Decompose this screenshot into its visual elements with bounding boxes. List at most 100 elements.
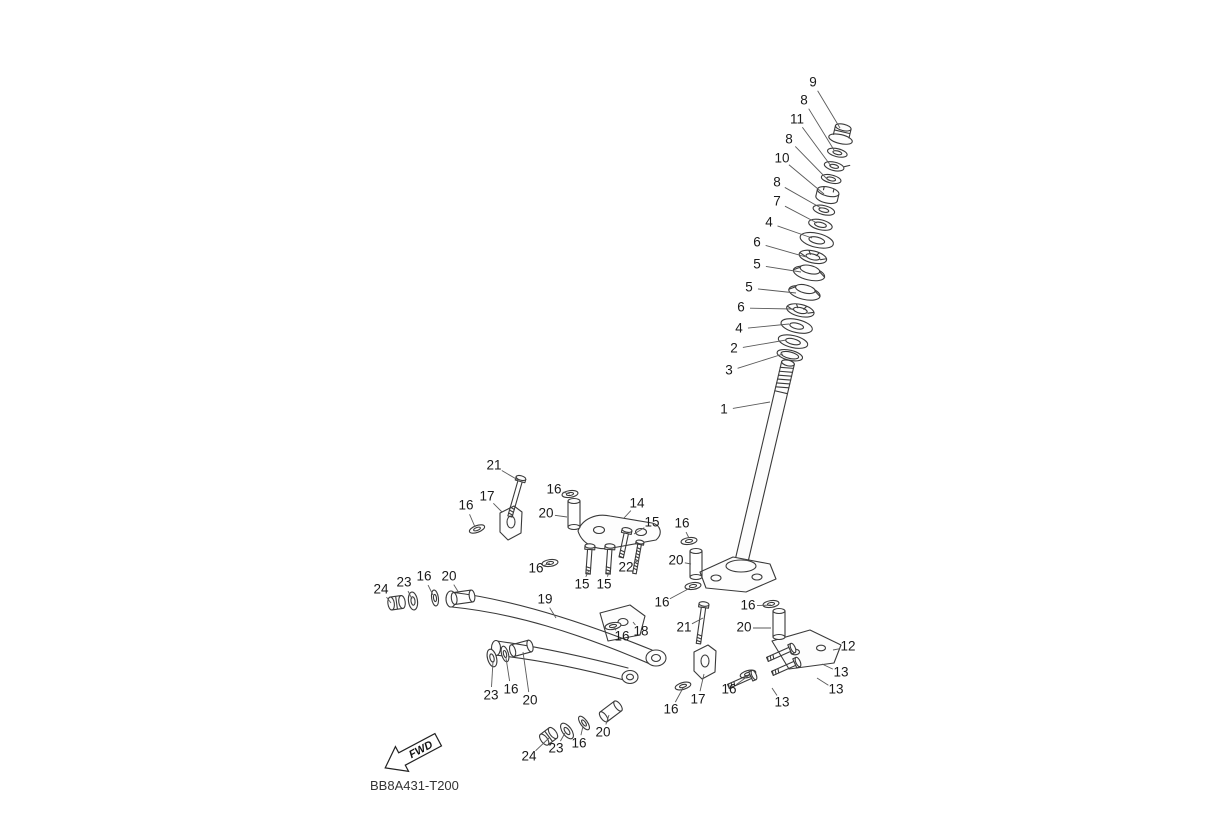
- callout-label: 16: [458, 498, 473, 513]
- leader-line: [732, 401, 771, 409]
- leader-line: [427, 584, 434, 596]
- callout-label: 20: [522, 693, 537, 708]
- part-code: BB8A431-T200: [370, 778, 459, 793]
- callout-label: 14: [629, 496, 645, 511]
- callout-label: 20: [668, 553, 683, 568]
- leader-line: [685, 531, 690, 539]
- leader-line: [453, 584, 460, 594]
- callout-label: 8: [773, 175, 781, 190]
- clamp-bracket-lower: [693, 644, 717, 680]
- leader-line: [505, 657, 511, 682]
- leader-line: [407, 590, 413, 600]
- callout-label: 16: [721, 682, 736, 697]
- callout-label: 16: [503, 682, 518, 697]
- callout-label: 13: [774, 695, 789, 710]
- leader-line: [674, 687, 684, 703]
- callout-label: 2: [730, 341, 738, 356]
- leader-line: [535, 737, 550, 752]
- callout-label: 10: [774, 151, 789, 166]
- leader-line: [765, 245, 807, 258]
- leader-line: [633, 559, 640, 564]
- leader-line: [605, 714, 610, 725]
- nut-group: [386, 594, 561, 748]
- leader-line: [801, 126, 832, 167]
- callout-label: 12: [840, 639, 855, 654]
- leader-line: [684, 562, 692, 565]
- leader-line: [612, 626, 617, 631]
- leader-line: [817, 90, 841, 129]
- leader-line: [580, 725, 584, 736]
- leader-line: [493, 503, 503, 513]
- leader-line: [765, 265, 802, 273]
- callout-label: 19: [537, 592, 552, 607]
- callout-label: 16: [663, 702, 678, 717]
- callout-label: 15: [574, 577, 589, 592]
- leader-line: [757, 288, 797, 294]
- leader-line: [821, 663, 834, 670]
- leader-line: [735, 675, 749, 686]
- callout-label: 5: [745, 280, 753, 295]
- leader-line: [560, 732, 566, 742]
- callout-label: 16: [571, 736, 586, 751]
- leader-line: [491, 660, 494, 688]
- diagram-art: [386, 123, 853, 748]
- callout-label: 21: [676, 620, 691, 635]
- leader-line: [386, 596, 392, 604]
- callout-label: 16: [674, 516, 689, 531]
- callout-label: 24: [373, 582, 389, 597]
- leader-line: [544, 562, 551, 566]
- leader-line: [832, 648, 840, 651]
- leader-line: [784, 205, 818, 224]
- clamp-bracket-upper: [499, 505, 523, 541]
- callout-label: 24: [521, 749, 537, 764]
- fwd-arrow: FWD: [384, 732, 443, 773]
- callout-label: 3: [725, 363, 733, 378]
- leader-line: [633, 527, 645, 535]
- callout-label: 5: [753, 257, 761, 272]
- callout-label: 23: [548, 741, 563, 756]
- callout-label: 18: [633, 624, 648, 639]
- callout-label: 20: [595, 725, 610, 740]
- callout-label: 22: [618, 560, 633, 575]
- callout-label: 15: [596, 577, 611, 592]
- leader-line: [784, 187, 822, 209]
- callout-label: 9: [809, 75, 817, 90]
- callout-label: 17: [690, 692, 705, 707]
- callout-label: 15: [644, 515, 659, 530]
- leader-line: [501, 470, 519, 481]
- callout-label: 17: [479, 489, 494, 504]
- callout-label: 16: [546, 482, 561, 497]
- callout-label: 13: [828, 682, 843, 697]
- leader-line: [816, 677, 829, 686]
- bearing-stack: [776, 123, 853, 362]
- leader-line: [794, 146, 829, 181]
- callout-label: 20: [538, 506, 553, 521]
- leader-line: [747, 323, 790, 329]
- leader-line: [623, 510, 632, 519]
- callout-label: 16: [614, 629, 629, 644]
- arm-bracket: [599, 604, 646, 642]
- leader-line: [554, 514, 568, 518]
- leader-line: [606, 569, 611, 577]
- callout-label: 16: [740, 598, 755, 613]
- callout-label: 20: [736, 620, 751, 635]
- callout-label: 21: [486, 458, 501, 473]
- callout-label: 6: [737, 300, 745, 315]
- leader-line: [669, 587, 691, 600]
- leader-line: [699, 673, 705, 692]
- callout-label: 6: [753, 235, 761, 250]
- leader-line: [549, 607, 557, 619]
- leader-line: [788, 164, 825, 195]
- leader-line: [469, 514, 476, 528]
- leader-line: [737, 353, 784, 369]
- callout-label: 11: [790, 112, 804, 127]
- steering-shaft: [734, 359, 795, 567]
- leader-lines: [386, 90, 841, 752]
- stem-base: [699, 556, 777, 593]
- callout-label: 16: [416, 569, 431, 584]
- callout-label: 23: [483, 688, 498, 703]
- callout-label: 7: [773, 194, 781, 209]
